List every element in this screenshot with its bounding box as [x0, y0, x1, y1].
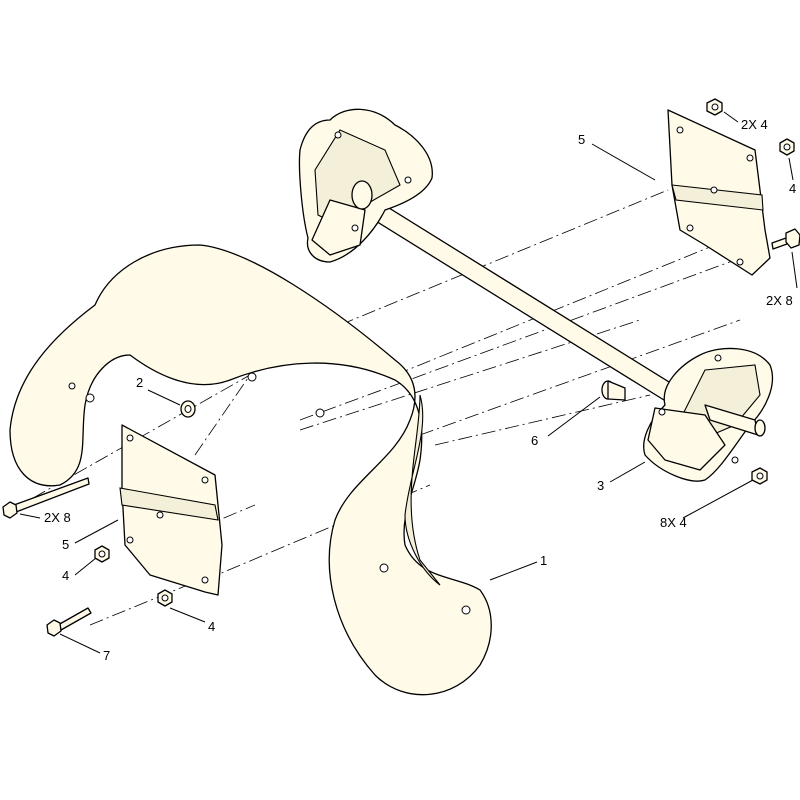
mounting-plate-lower	[119, 424, 223, 596]
callout-5-top: 5	[578, 132, 585, 147]
leader-lines	[19, 111, 798, 654]
callout-2: 2	[136, 375, 143, 390]
callout-labels: 2X 4 5 4 2X 8 2 6 3 8X 4 2X 8 5 4 4 1 7	[44, 117, 796, 663]
callout-1: 1	[540, 553, 547, 568]
hardware	[2, 98, 800, 637]
mounting-plate-upper	[667, 109, 771, 276]
callout-3: 3	[597, 478, 604, 493]
callout-7: 7	[103, 648, 110, 663]
callout-4-left: 4	[62, 568, 69, 583]
callout-2x8-right: 2X 8	[766, 293, 793, 308]
impeller-blade-upper	[298, 108, 433, 263]
callout-2x8-left: 2X 8	[44, 510, 71, 525]
spacer-part-6	[601, 380, 626, 401]
callout-5-left: 5	[62, 537, 69, 552]
impeller-blade-right	[643, 347, 774, 482]
callout-2x4-top: 2X 4	[741, 117, 768, 132]
callout-6: 6	[531, 433, 538, 448]
callout-8x4: 8X 4	[660, 515, 687, 530]
auger-flighting	[9, 244, 492, 696]
callout-4-bottom: 4	[208, 619, 215, 634]
callout-4-right: 4	[789, 181, 796, 196]
